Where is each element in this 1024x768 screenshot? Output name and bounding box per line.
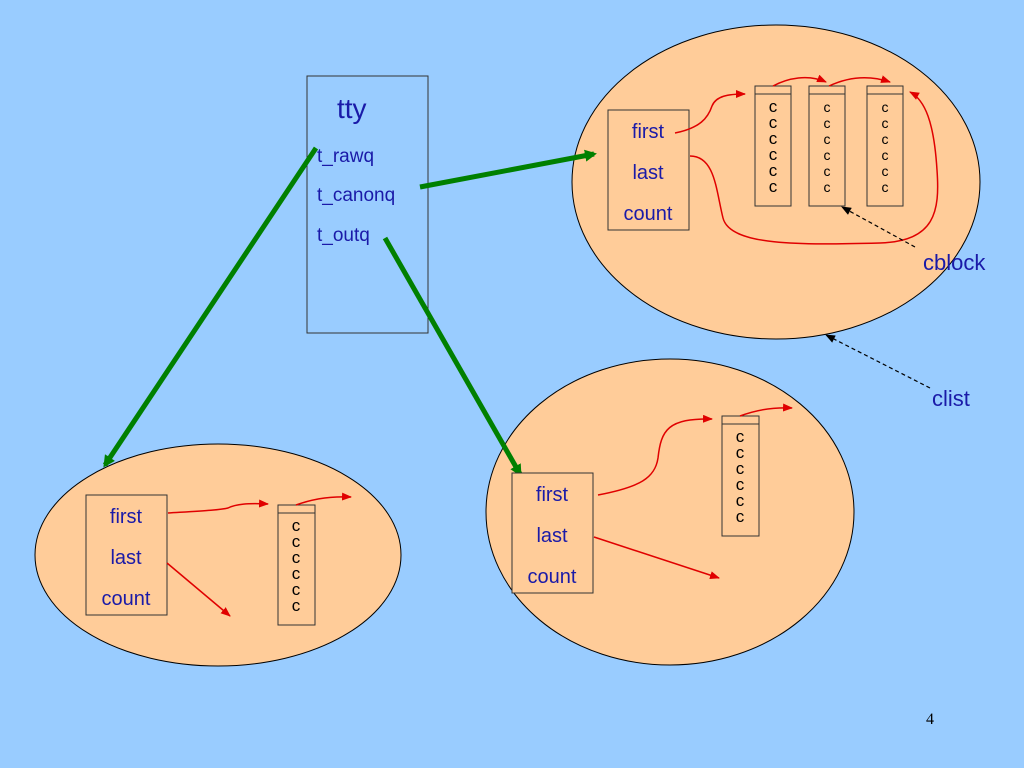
pointer-last-outq [593, 536, 720, 579]
cblock-rawq: c c c c c c [277, 504, 316, 626]
cblock-label: cblock [923, 250, 986, 275]
clist-header-outq: first last count [511, 472, 594, 594]
cblock-outq: c c c c c c [721, 415, 760, 537]
cblock-char: c [736, 459, 745, 478]
cblock-char: c [882, 147, 889, 163]
clist-header-canonq: first last count [607, 109, 690, 231]
cblock-canonq-1: c c c c c c [754, 85, 792, 207]
clist-first-label: first [632, 121, 665, 143]
cblock-char: c [824, 163, 831, 179]
cblock-char: c [769, 129, 778, 148]
cblock-char: c [736, 443, 745, 462]
cblock-char: c [292, 596, 301, 615]
tty-field-outq: t_outq [317, 225, 370, 246]
pointer-last-rawq [166, 562, 231, 617]
cblock-char: c [292, 580, 301, 599]
cblock-char: c [292, 516, 301, 535]
cblock-char: c [882, 131, 889, 147]
cblock-char: c [882, 163, 889, 179]
pointer-cblock-next-rawq [295, 492, 352, 506]
tty-field-rawq: t_rawq [317, 146, 374, 167]
cblock-box [808, 85, 846, 207]
cblock-box [721, 415, 760, 537]
cblock-canonq-2: c c c c c c [808, 85, 846, 207]
cblock-char: c [292, 532, 301, 551]
cblock-char: c [736, 475, 745, 494]
clist-last-label: last [110, 547, 142, 569]
arrow-rawq-to-clist [102, 146, 319, 468]
cblock-canonq-3: c c c c c c [866, 85, 904, 207]
arrow-outq-to-clist [382, 236, 523, 477]
cblock-box [866, 85, 904, 207]
cblock-char: c [882, 179, 889, 195]
clist-label: clist [932, 386, 970, 411]
cblock-char: c [736, 491, 745, 510]
clist-header-box [607, 109, 690, 231]
cblock-char: c [824, 131, 831, 147]
tty-field-canonq: t_canonq [317, 185, 395, 206]
cblock-char: c [824, 179, 831, 195]
cblock-char: c [736, 427, 745, 446]
cblock-char: c [824, 147, 831, 163]
cblock-char: c [769, 113, 778, 132]
cblock-char: c [824, 99, 831, 115]
cblock-char: c [736, 507, 745, 526]
pointer-cblock-next-outq [739, 403, 793, 417]
cblock-char: c [824, 115, 831, 131]
cblock-char: c [769, 161, 778, 180]
pointer-first-canonq [674, 90, 746, 134]
cblock-char: c [292, 564, 301, 583]
cblock-char: c [292, 548, 301, 567]
clist-count-label: count [102, 588, 151, 610]
cblock-char: c [769, 145, 778, 164]
clist-first-label: first [110, 506, 143, 528]
cblock-char: c [882, 99, 889, 115]
pointer-first-rawq [167, 499, 269, 514]
cblock-char: c [769, 97, 778, 116]
pointer-last-canonq [689, 91, 939, 245]
page-number: 4 [926, 711, 934, 728]
clist-last-label: last [536, 525, 568, 547]
tty-title: tty [337, 93, 367, 124]
clist-first-label: first [536, 484, 569, 506]
clist-last-label: last [632, 162, 664, 184]
clist-header-rawq: first last count [85, 494, 168, 616]
clist-annotation-line [825, 334, 931, 389]
clist-header-box [511, 472, 594, 594]
clist-header-box [85, 494, 168, 616]
pointer-next-1 [772, 74, 827, 87]
tty-box [306, 75, 429, 334]
arrow-canonq-to-clist [419, 149, 597, 190]
clist-count-label: count [528, 566, 577, 588]
tty-struct: tty t_rawq t_canonq t_outq [306, 75, 429, 334]
cblock-char: c [769, 177, 778, 196]
pointer-next-2 [828, 75, 891, 87]
pointer-first-outq [597, 414, 713, 496]
cblock-box [277, 504, 316, 626]
cblock-char: c [882, 115, 889, 131]
clist-count-label: count [624, 203, 673, 225]
